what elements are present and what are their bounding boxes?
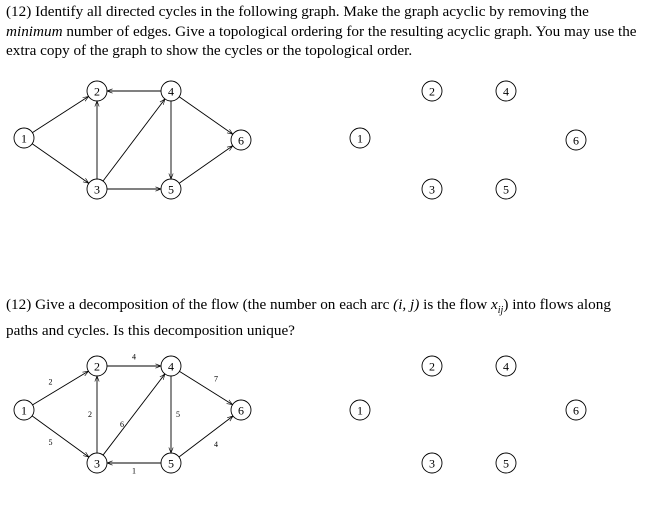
q2-copy-node-3: 3 [421,452,443,474]
svg-text:2: 2 [429,85,435,99]
svg-text:2: 2 [94,360,100,374]
q1-arc-1-2 [32,96,88,133]
q2-node-4: 4 [160,355,182,377]
q2-flow-label-1-3: 5 [49,438,53,447]
q2-node-6: 6 [230,399,252,421]
q1-arc-3-4 [102,99,165,182]
svg-text:3: 3 [429,457,435,471]
svg-text:3: 3 [429,183,435,197]
question-1-blank-copy: 1 2 3 4 5 6 [349,80,587,200]
svg-text:1: 1 [357,132,363,146]
q2-node-1: 1 [13,399,35,421]
q1-copy-node-6: 6 [565,129,587,151]
svg-text:1: 1 [21,132,27,146]
q2-copy-node-2: 2 [421,355,443,377]
q2-node-5: 5 [160,452,182,474]
q2-copy-node-1: 1 [349,399,371,421]
q1-copy-node-5: 5 [495,178,517,200]
q2-flow-label-2-4: 4 [132,353,136,362]
q2-text-part3: ) into flows along paths and cycles. Is … [6,296,611,339]
q1-text-part2: number of edges. Give a topological orde… [6,22,637,60]
q2-flow-variable: x [491,296,498,313]
svg-text:5: 5 [168,457,174,471]
svg-text:6: 6 [238,134,244,148]
svg-text:5: 5 [168,183,174,197]
q1-node-5: 5 [160,178,182,200]
q1-node-4: 4 [160,80,182,102]
q2-text-part2: is the flow [419,296,492,313]
q2-flow-label-3-2: 2 [88,410,92,419]
q1-node-3: 3 [86,178,108,200]
q2-flow-label-4-6: 7 [214,375,218,384]
svg-text:1: 1 [357,404,363,418]
q2-arc-1-3 [31,415,89,457]
q2-node-2: 2 [86,355,108,377]
svg-text:3: 3 [94,183,100,197]
q2-arc-5-6 [178,416,233,458]
svg-text:5: 5 [503,183,509,197]
q2-arc-notation: (i, j) [393,296,420,313]
q1-copy-node-4: 4 [495,80,517,102]
q1-node-2: 2 [86,80,108,102]
q1-copy-node-1: 1 [349,127,371,149]
q1-copy-node-3: 3 [421,178,443,200]
q2-flow-label-4-5: 5 [176,410,180,419]
q1-arc-5-6 [178,146,233,184]
question-1-graph: 1 2 3 4 5 6 [13,80,252,200]
svg-text:4: 4 [168,85,174,99]
svg-text:2: 2 [429,360,435,374]
q2-arc-4-6 [179,370,232,404]
q2-text-part1: (12) Give a decomposition of the flow (t… [6,296,394,313]
question-1-text: (12) Identify all directed cycles in the… [6,2,646,61]
q2-arc-1-2 [32,371,89,406]
q2-flow-label-5-6: 4 [214,440,218,449]
q1-arc-1-3 [31,143,89,184]
q1-arc-4-6 [178,96,233,135]
q2-copy-node-6: 6 [565,399,587,421]
q1-copy-node-2: 2 [421,80,443,102]
svg-text:6: 6 [238,404,244,418]
q2-arc-3-4 [102,374,165,456]
svg-text:6: 6 [573,404,579,418]
q1-emphasis: minimum [6,22,63,40]
svg-text:2: 2 [94,85,100,99]
q2-flow-label-1-2: 2 [49,378,53,387]
q2-node-3: 3 [86,452,108,474]
svg-text:4: 4 [168,360,174,374]
q1-node-6: 6 [230,129,252,151]
q2-flow-label-5-3: 1 [132,467,136,476]
q2-copy-node-4: 4 [495,355,517,377]
svg-text:4: 4 [503,360,509,374]
svg-text:3: 3 [94,457,100,471]
svg-text:4: 4 [503,85,509,99]
q1-text-part1: (12) Identify all directed cycles in the… [6,3,589,20]
q2-flow-subscript: ij [497,305,504,317]
q2-flow-label-3-4: 6 [120,420,124,429]
svg-text:1: 1 [21,404,27,418]
question-2-text: (12) Give a decomposition of the flow (t… [6,295,646,340]
svg-text:6: 6 [573,134,579,148]
svg-text:5: 5 [503,457,509,471]
q1-node-1: 1 [13,127,35,149]
q2-copy-node-5: 5 [495,452,517,474]
